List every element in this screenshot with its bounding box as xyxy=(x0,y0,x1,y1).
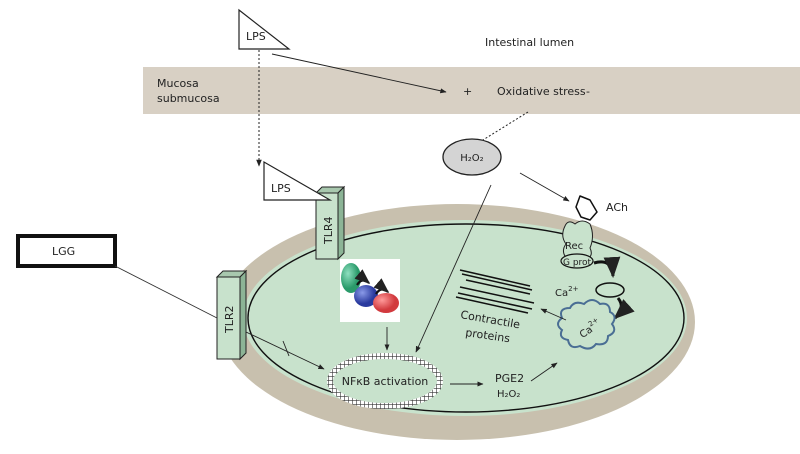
calcium-store xyxy=(557,299,616,350)
store-to-contractile-arrow xyxy=(540,308,567,321)
mucosa-label: Mucosa xyxy=(157,77,199,90)
lps-lumen-label: LPS xyxy=(246,30,266,43)
tlr2-label: TLR2 xyxy=(223,306,236,335)
lps-to-oxidative-arrow xyxy=(271,53,447,94)
pge2-label: PGE2 xyxy=(495,372,524,385)
ca-cytosol-label: Ca2+ xyxy=(555,285,579,299)
ion-channel xyxy=(595,282,625,298)
nfkb-activation-ellipse xyxy=(327,353,443,409)
rec-label: Rec xyxy=(565,241,583,252)
channel-to-store-arrow xyxy=(613,297,635,320)
plus-sign: + xyxy=(463,85,472,98)
tlr2-receptor: TLR2 xyxy=(215,269,248,361)
lps-cell-triangle xyxy=(263,160,333,201)
h2o2-label: H₂O₂ xyxy=(460,153,483,164)
intestinal-lumen-label: Intestinal lumen xyxy=(485,36,574,49)
contractile-filaments xyxy=(455,269,535,314)
signaling-protein-complex xyxy=(340,259,400,322)
h2o2-output-label: H₂O₂ xyxy=(497,389,520,400)
tlr2-to-nfkb-arrow xyxy=(245,331,325,370)
lgg-label: LGG xyxy=(52,245,75,258)
h2o2-to-ach-arrow xyxy=(519,172,570,202)
lgg-box xyxy=(16,234,117,268)
mucosa-band xyxy=(143,67,800,114)
inhibition-tick xyxy=(282,340,290,357)
oxidative-stress-label: Oxidative stress xyxy=(497,85,586,98)
receptor-shape xyxy=(562,220,593,261)
pge2-to-store-arrow xyxy=(530,362,558,382)
gprotein-to-channel-arrow xyxy=(593,256,621,279)
submucosa-label: submucosa xyxy=(157,92,220,105)
lgg-to-tlr2-line xyxy=(114,265,218,319)
g-protein-label: G prot xyxy=(563,258,592,268)
ach-molecule-icon xyxy=(575,195,598,221)
protein-red-icon xyxy=(373,293,399,313)
h2o2-ellipse xyxy=(442,138,502,176)
tlr4-receptor: TLR4 xyxy=(314,185,346,261)
minus-sign: - xyxy=(586,85,590,98)
ach-label: ACh xyxy=(606,201,628,214)
lps-cell-label: LPS xyxy=(271,182,291,195)
lps-lumen-triangle xyxy=(238,8,291,50)
contractile-label-line2: proteins xyxy=(465,326,511,345)
h2o2-to-nfkb-arrow xyxy=(415,184,492,353)
g-protein-ellipse xyxy=(560,253,594,269)
cell-membrane xyxy=(247,223,685,413)
tlr4-label: TLR4 xyxy=(322,217,335,246)
nfkb-activation-label: NFκB activation xyxy=(342,375,429,388)
protein-blue-icon xyxy=(354,285,378,307)
